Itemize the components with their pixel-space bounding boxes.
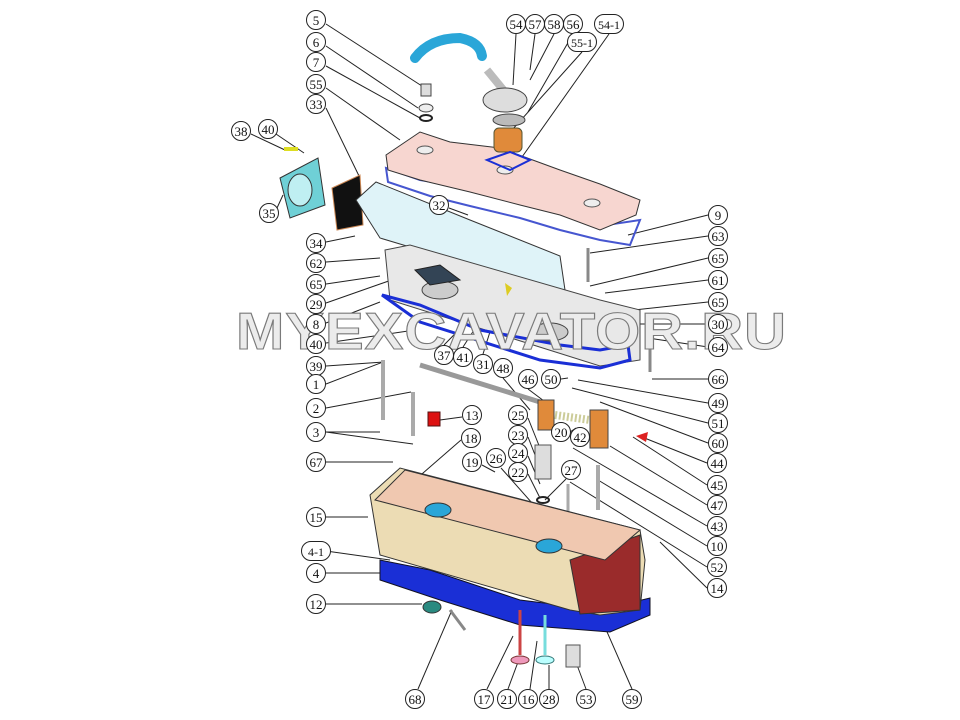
callout-part-61: 61 [708,270,728,290]
callout-part-38: 38 [231,121,251,141]
callout-part-35: 35 [259,203,279,223]
callout-part-3: 3 [306,422,326,442]
callout-part-67: 67 [306,452,326,472]
callout-part-25: 25 [508,405,528,425]
callout-part-58: 58 [544,14,564,34]
callout-part-45: 45 [707,475,727,495]
callout-part-60: 60 [708,433,728,453]
callout-part-20: 20 [551,422,571,442]
callout-part-55: 55 [306,74,326,94]
callout-part-44: 44 [707,453,727,473]
callout-part-21: 21 [497,689,517,709]
callout-part-23: 23 [508,425,528,445]
callout-part-5: 5 [306,10,326,30]
callout-part-50: 50 [541,369,561,389]
callout-part-9: 9 [708,205,728,225]
callout-part-14: 14 [707,578,727,598]
callout-part-22: 22 [508,462,528,482]
callout-part-24: 24 [508,443,528,463]
callout-part-54-1: 54-1 [594,14,624,34]
callout-part-2: 2 [306,398,326,418]
callout-part-39: 39 [306,356,326,376]
callout-part-41: 41 [453,347,473,367]
valve-cover [385,131,641,231]
callout-part-34: 34 [306,233,326,253]
callout-part-4-1: 4-1 [301,541,331,561]
callout-part-33: 33 [306,94,326,114]
callout-part-32: 32 [429,195,449,215]
callout-part-57: 57 [525,14,545,34]
callout-part-43: 43 [707,516,727,536]
callout-part-53: 53 [576,689,596,709]
callout-part-66: 66 [708,369,728,389]
callout-part-52: 52 [707,557,727,577]
callout-part-54: 54 [506,14,526,34]
callout-part-59: 59 [622,689,642,709]
breather-hose [410,32,487,63]
callout-part-65: 65 [708,292,728,312]
callout-part-17: 17 [474,689,494,709]
callout-part-27: 27 [561,460,581,480]
callout-part-7: 7 [306,52,326,72]
callout-part-65: 65 [306,274,326,294]
callout-part-48: 48 [493,358,513,378]
callout-part-46: 46 [518,369,538,389]
callout-part-8: 8 [306,314,326,334]
callout-part-68: 68 [405,689,425,709]
callout-part-6: 6 [306,32,326,52]
callout-part-15: 15 [306,507,326,527]
callout-part-1: 1 [306,374,326,394]
callout-part-19: 19 [462,452,482,472]
callout-part-18: 18 [461,428,481,448]
callout-part-30: 30 [708,314,728,334]
callout-part-55-1: 55-1 [567,32,597,52]
callout-part-42: 42 [570,427,590,447]
callout-part-13: 13 [462,405,482,425]
callout-part-12: 12 [306,594,326,614]
callout-part-28: 28 [539,689,559,709]
callout-part-26: 26 [486,448,506,468]
callout-part-49: 49 [708,393,728,413]
callout-part-40: 40 [306,334,326,354]
callout-part-40: 40 [258,119,278,139]
callout-part-4: 4 [306,563,326,583]
callout-part-56: 56 [563,14,583,34]
callout-part-63: 63 [708,226,728,246]
callout-part-37: 37 [434,345,454,365]
callout-part-10: 10 [707,536,727,556]
callout-part-29: 29 [306,294,326,314]
callout-part-65: 65 [708,248,728,268]
callout-part-62: 62 [306,253,326,273]
callout-part-51: 51 [708,413,728,433]
callout-part-31: 31 [473,354,493,374]
callout-part-47: 47 [707,495,727,515]
callout-part-16: 16 [518,689,538,709]
callout-part-64: 64 [708,337,728,357]
